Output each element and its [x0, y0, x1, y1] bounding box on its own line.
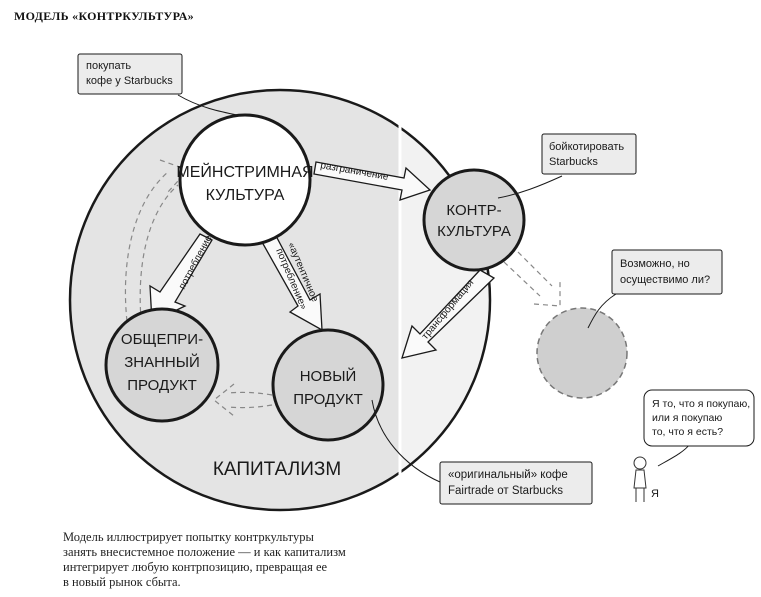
page-title: МОДЕЛЬ «КОНТРКУЛЬТУРА» [14, 9, 194, 23]
fairtrade-line-2: Fairtrade от Starbucks [448, 485, 563, 497]
new-product-node: НОВЫЙ ПРОДУКТ [271, 328, 385, 442]
fairtrade-line-1: «оригинальный» кофе [448, 469, 568, 481]
possible-arrow [503, 251, 561, 307]
callout-possible: Возможно, но осуществимо ли? [587, 249, 723, 329]
possible-node [536, 307, 628, 399]
possible-line-2: осуществимо ли? [620, 274, 710, 286]
counterculture-label-2: КУЛЬТУРА [437, 223, 511, 240]
caption: Модель иллюстрирует попытку контркультур… [63, 530, 393, 590]
caption-line-1: Модель иллюстрирует попытку контркультур… [63, 530, 314, 544]
mainstream-label-1: МЕЙНСТРИМНАЯ [176, 162, 313, 181]
callout-buy-starbucks: покупать кофе у Starbucks [77, 53, 243, 117]
caption-line-4: в новый рынок сбыта. [63, 575, 181, 589]
person-figure [633, 456, 647, 502]
recognized-label-3: ПРОДУКТ [127, 377, 197, 394]
capitalism-label: КАПИТАЛИЗМ [213, 459, 341, 480]
mainstream-label-2: КУЛЬТУРА [206, 187, 285, 204]
counterculture-node: КОНТР- КУЛЬТУРА [422, 168, 526, 272]
new-product-label-2: ПРОДУКТ [293, 391, 363, 408]
new-product-label-1: НОВЫЙ [300, 367, 357, 385]
recognized-label-1: ОБЩЕПРИ- [121, 331, 203, 348]
person-label: Я [651, 488, 659, 500]
self-line-2: или я покупаю [652, 412, 722, 424]
possible-line-1: Возможно, но [620, 258, 690, 270]
counterculture-label-1: КОНТР- [446, 202, 501, 219]
self-line-1: Я то, что я покупаю, [652, 398, 750, 410]
mainstream-node: МЕЙНСТРИМНАЯ КУЛЬТУРА [176, 113, 314, 247]
callout-boycott: бойкотировать Starbucks [497, 133, 637, 199]
recognized-product-node: ОБЩЕПРИ- ЗНАННЫЙ ПРОДУКТ [104, 307, 220, 423]
buy-line-2: кофе у Starbucks [86, 75, 173, 87]
boycott-line-2: Starbucks [549, 156, 598, 168]
callout-self-question: Я то, что я покупаю, или я покупаю то, ч… [643, 389, 755, 467]
buy-line-1: покупать [86, 60, 131, 72]
boycott-line-1: бойкотировать [549, 141, 624, 153]
caption-line-3: интегрирует любую контрпозицию, превраща… [63, 560, 328, 574]
caption-line-2: занять внесистемное положение — и как ка… [63, 545, 346, 559]
recycle-arrow-bottom [213, 383, 273, 417]
callout-fairtrade: «оригинальный» кофе Fairtrade от Starbuc… [371, 399, 593, 505]
self-line-3: то, что я есть? [652, 426, 723, 438]
recognized-label-2: ЗНАННЫЙ [124, 353, 200, 371]
